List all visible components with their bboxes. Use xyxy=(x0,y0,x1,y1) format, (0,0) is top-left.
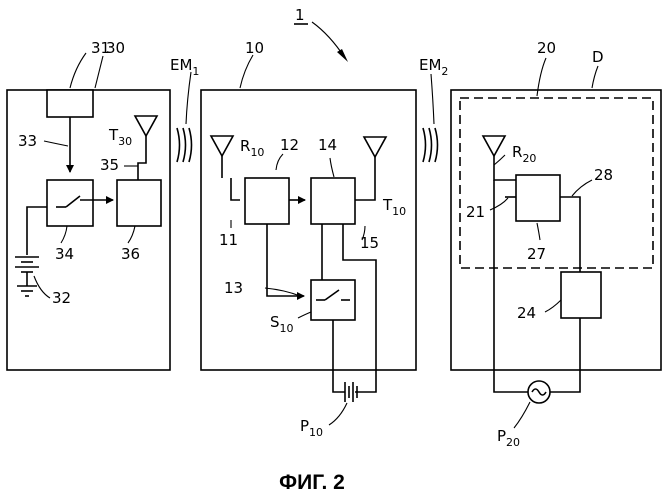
em2-wave-icon xyxy=(423,128,438,162)
label-33: 33 xyxy=(18,132,37,150)
label-12: 12 xyxy=(280,136,299,154)
label-10: 10 xyxy=(245,39,264,57)
figure-caption: ФИГ. 2 xyxy=(279,471,345,494)
figure-number: 1 xyxy=(295,6,305,24)
label-27: 27 xyxy=(527,245,546,263)
device-20-housing xyxy=(451,90,661,370)
label-20: 20 xyxy=(537,39,556,57)
leader-p20 xyxy=(514,402,530,428)
label-30: 30 xyxy=(106,39,125,57)
label-21: 21 xyxy=(466,203,485,221)
block-12 xyxy=(245,178,289,224)
leader-31 xyxy=(70,53,86,88)
label-15: 15 xyxy=(360,234,379,252)
leader-p10 xyxy=(329,403,347,425)
block-36 xyxy=(117,180,161,226)
leader-30 xyxy=(95,56,103,88)
leader-d xyxy=(592,66,598,88)
device-10-housing xyxy=(201,90,416,370)
leader-em1 xyxy=(186,72,191,124)
em1-wave-icon xyxy=(177,128,192,162)
leader-em2 xyxy=(431,74,434,124)
label-13: 13 xyxy=(224,279,243,297)
label-32: 32 xyxy=(52,289,71,307)
label-p20: P20 xyxy=(497,427,520,449)
label-36: 36 xyxy=(121,245,140,263)
label-11: 11 xyxy=(219,231,238,249)
block-24 xyxy=(561,272,601,318)
label-em1: EM1 xyxy=(170,56,199,78)
label-p10: P10 xyxy=(300,417,323,439)
label-d: D xyxy=(592,48,604,66)
label-em2: EM2 xyxy=(419,56,448,78)
label-28: 28 xyxy=(594,166,613,184)
figure-pointer-arrowhead xyxy=(337,49,348,62)
label-35: 35 xyxy=(100,156,119,174)
label-34: 34 xyxy=(55,245,74,263)
block-27 xyxy=(516,175,560,221)
label-14: 14 xyxy=(318,136,337,154)
block-31 xyxy=(47,90,93,117)
leader-10 xyxy=(240,55,253,88)
block-14 xyxy=(311,178,355,224)
label-24: 24 xyxy=(517,304,536,322)
